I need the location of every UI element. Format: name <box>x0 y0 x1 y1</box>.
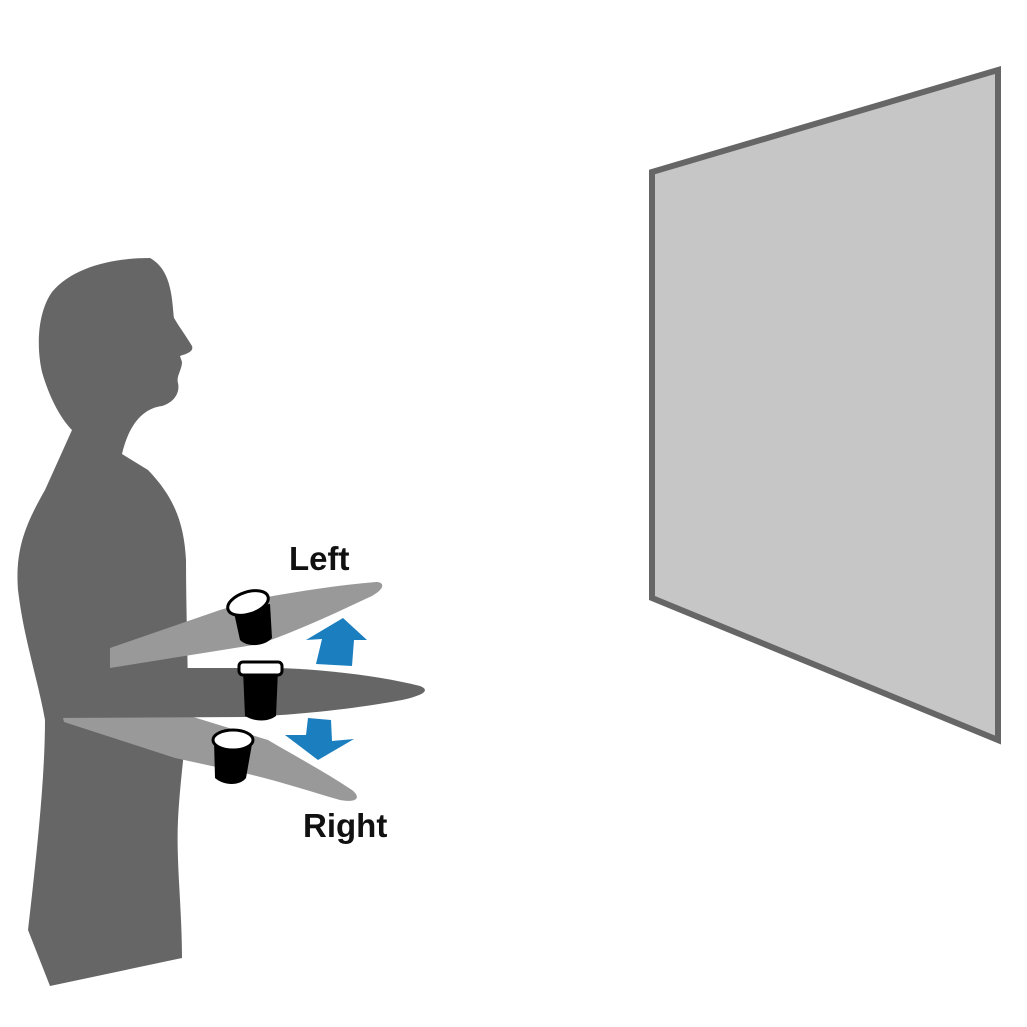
left-controller <box>226 589 272 646</box>
center-arm <box>50 668 425 718</box>
arrow-down-icon <box>285 718 354 760</box>
person-silhouette <box>17 258 193 986</box>
center-controller <box>237 660 284 721</box>
display-screen <box>649 65 1001 745</box>
arrow-up-icon <box>306 618 367 666</box>
label-left: Left <box>289 540 350 577</box>
label-right: Right <box>303 807 387 844</box>
right-arm <box>62 714 357 801</box>
right-controller <box>211 728 255 784</box>
